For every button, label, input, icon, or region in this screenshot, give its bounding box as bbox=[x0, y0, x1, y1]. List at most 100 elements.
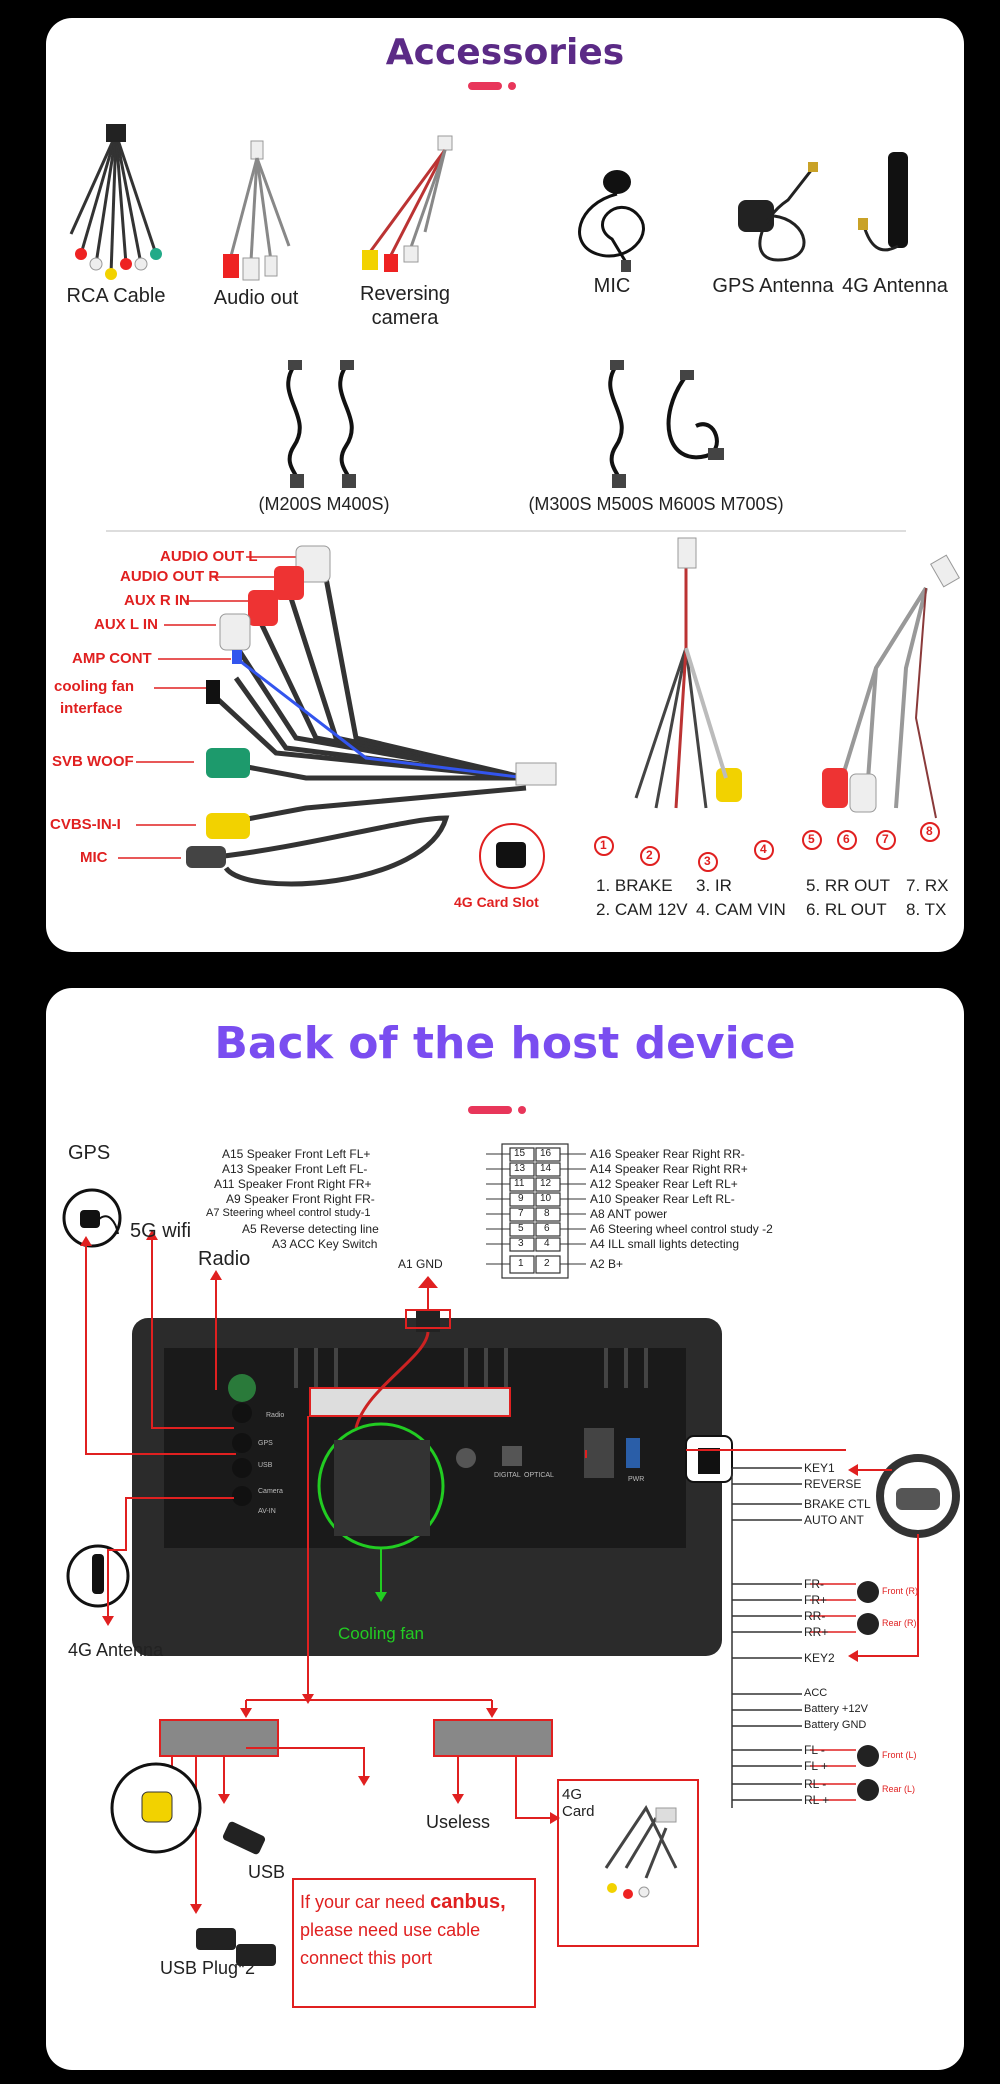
pin-6: 6 bbox=[843, 832, 850, 846]
pin-num-12: 12 bbox=[540, 1178, 552, 1189]
legend-cam-vin: 4. CAM VIN bbox=[696, 900, 786, 919]
radio-label: Radio bbox=[198, 1248, 251, 1270]
gps-label: GPS bbox=[68, 1142, 111, 1164]
pin-a11: A11 Speaker Front Right FR+ bbox=[214, 1177, 372, 1191]
svb-woof-label: SVB WOOF bbox=[52, 753, 134, 770]
panel-digital: DIGITAL bbox=[494, 1472, 521, 1479]
speaker-front-l: Front (L) bbox=[882, 1750, 917, 1760]
reversing-camera-icon bbox=[362, 135, 453, 272]
canbus-line1b: canbus, bbox=[430, 1891, 506, 1913]
pin-num-11: 11 bbox=[514, 1178, 525, 1189]
pin-a5: A5 Reverse detecting line bbox=[242, 1222, 379, 1236]
accessories-card: Accessories RCA Cable Audio out bbox=[46, 18, 964, 952]
harness-drawing bbox=[118, 537, 960, 889]
wire-fl-plus: FL + bbox=[804, 1759, 828, 1773]
pin-num-8: 8 bbox=[544, 1208, 550, 1219]
aux-l-in-label: AUX L IN bbox=[94, 616, 158, 633]
pin-num-7: 7 bbox=[518, 1208, 524, 1219]
4g-card-label: 4G Card bbox=[562, 1786, 595, 1820]
pin-a13: A13 Speaker Front Left FL- bbox=[222, 1162, 368, 1176]
back-title: Back of the host device bbox=[214, 1018, 796, 1069]
pin-a4: A4 ILL small lights detecting bbox=[590, 1237, 739, 1251]
wire-fr-minus: FR- bbox=[804, 1577, 824, 1591]
accessories-title: Accessories bbox=[385, 32, 625, 73]
pin-1: 1 bbox=[600, 838, 607, 852]
pin-num-3: 3 bbox=[518, 1238, 524, 1249]
legend-ir: 3. IR bbox=[696, 876, 732, 895]
pin-a7: A7 Steering wheel control study-1 bbox=[206, 1207, 371, 1219]
audio-out-icon bbox=[223, 140, 291, 281]
pin-2: 2 bbox=[646, 848, 653, 862]
panel-av-in: AV-IN bbox=[258, 1508, 276, 1515]
pin-num-6: 6 bbox=[544, 1223, 550, 1234]
pin-a3: A3 ACC Key Switch bbox=[272, 1237, 378, 1251]
pin-a9: A9 Speaker Front Right FR- bbox=[226, 1192, 375, 1206]
rca-cable-icon bbox=[69, 124, 162, 280]
aux-r-in-label: AUX R IN bbox=[124, 592, 190, 609]
usb-label: USB bbox=[248, 1862, 286, 1882]
pin-7: 7 bbox=[882, 832, 889, 846]
pin-8: 8 bbox=[926, 824, 933, 838]
pin-num-9: 9 bbox=[518, 1193, 524, 1204]
pin-3: 3 bbox=[704, 854, 711, 868]
pin-num-13: 13 bbox=[514, 1163, 526, 1174]
amp-cont-label: AMP CONT bbox=[72, 650, 152, 667]
mic-item: MIC bbox=[552, 164, 672, 298]
gps-antenna-item: GPS Antenna bbox=[698, 160, 848, 298]
panel-radio: Radio bbox=[266, 1412, 285, 1419]
audio-out-r-label: AUDIO OUT R bbox=[120, 568, 220, 585]
gps-antenna-label: GPS Antenna bbox=[712, 275, 834, 297]
pin-a8: A8 ANT power bbox=[590, 1207, 668, 1221]
canbus-line2: please need use cable bbox=[300, 1920, 481, 1940]
wire-battery-gnd: Battery GND bbox=[804, 1719, 867, 1731]
pin-a12: A12 Speaker Rear Left RL+ bbox=[590, 1177, 738, 1191]
cooling-fan-interface-label: interface bbox=[60, 700, 123, 717]
canbus-line3: connect this port bbox=[300, 1948, 433, 1968]
legend-tx: 8. TX bbox=[906, 900, 947, 919]
usb-model-label-2: (M300S M500S M600S M700S) bbox=[528, 494, 784, 514]
4g-antenna-back-label: 4G Antenna bbox=[68, 1640, 164, 1660]
wire-fl-minus: FL - bbox=[804, 1743, 825, 1757]
wire-brake-ctl: BRAKE CTL bbox=[804, 1497, 871, 1511]
canbus-line1a: If your car need bbox=[300, 1892, 431, 1912]
usb-model-label-1: (M200S M400S) bbox=[258, 494, 390, 514]
useless-label: Useless bbox=[426, 1812, 491, 1832]
audio-out-item: Audio out bbox=[196, 136, 316, 310]
pin-num-16: 16 bbox=[540, 1148, 552, 1159]
legend-cam12v: 2. CAM 12V bbox=[596, 900, 688, 919]
wire-rr-plus: RR+ bbox=[804, 1625, 829, 1639]
usb-plug-label: USB Plug*2 bbox=[160, 1958, 256, 1978]
pin-a14: A14 Speaker Rear Right RR+ bbox=[590, 1162, 748, 1176]
pin-a15: A15 Speaker Front Left FL+ bbox=[222, 1147, 371, 1161]
pin-num-1: 1 bbox=[518, 1258, 524, 1269]
cooling-fan-back-label: Cooling fan bbox=[338, 1624, 425, 1643]
pin-5: 5 bbox=[808, 832, 815, 846]
legend-rx: 7. RX bbox=[906, 876, 949, 895]
title-underline-dot bbox=[508, 82, 516, 90]
panel-optical: OPTICAL bbox=[524, 1472, 554, 1479]
4g-antenna-label: 4G Antenna bbox=[842, 275, 948, 297]
pin-num-5: 5 bbox=[518, 1223, 524, 1234]
wire-rl-minus: RL - bbox=[804, 1777, 827, 1791]
title-underline bbox=[468, 82, 502, 90]
speaker-front-r: Front (R) bbox=[882, 1586, 918, 1596]
pin-a6: A6 Steering wheel control study -2 bbox=[590, 1222, 773, 1236]
wire-rr-minus: RR- bbox=[804, 1609, 826, 1623]
pin-num-2: 2 bbox=[544, 1258, 550, 1269]
reversing-camera-label: Reversing camera bbox=[359, 283, 451, 329]
legend-brake: 1. BRAKE bbox=[596, 876, 673, 895]
wire-key2: KEY2 bbox=[804, 1651, 835, 1665]
audio-out-l-label: AUDIO OUT L bbox=[160, 548, 258, 565]
pin-num-4: 4 bbox=[544, 1238, 550, 1249]
usb-cable-icon-2 bbox=[608, 360, 724, 488]
mic-icon bbox=[578, 170, 645, 272]
gps-antenna-icon bbox=[738, 162, 818, 262]
panel-gps: GPS bbox=[258, 1440, 273, 1447]
back-diagram-drawing bbox=[62, 1143, 960, 1996]
wire-reverse: REVERSE bbox=[804, 1477, 862, 1491]
panel-camera: Camera bbox=[258, 1488, 283, 1495]
panel-usb: USB bbox=[258, 1462, 273, 1469]
pin-num-15: 15 bbox=[514, 1148, 526, 1159]
legend-rl-out: 6. RL OUT bbox=[806, 900, 887, 919]
wire-battery-12v: Battery +12V bbox=[804, 1703, 868, 1715]
